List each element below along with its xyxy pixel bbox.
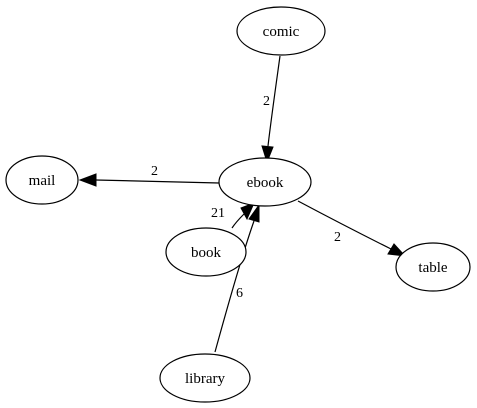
edge-ebook-mail-arrowhead [78, 173, 97, 187]
node-table-ellipse [395, 242, 471, 292]
node-comic-label: comic [263, 24, 300, 40]
node-library[interactable]: library [159, 353, 251, 403]
edge-ebook-mail-label: 2 [151, 164, 158, 179]
edge-ebook-mail-line [95, 179, 220, 184]
edge-ebook-table-arrowhead [387, 243, 407, 257]
edge-comic-ebook-arrowhead [261, 145, 274, 164]
edge-library-to-ebook: 6 [214, 203, 260, 353]
node-ebook-label: ebook [247, 175, 284, 191]
node-library-ellipse [159, 353, 251, 403]
edge-comic-to-ebook: 2 [261, 55, 281, 164]
edge-comic-ebook-line [267, 55, 281, 147]
edge-library-ebook-label: 6 [236, 286, 243, 301]
edge-library-ebook-arrowhead [248, 203, 260, 223]
node-mail[interactable]: mail [5, 155, 79, 205]
edge-book-to-ebook: 21 [211, 202, 255, 229]
edge-book-ebook-label: 21 [211, 206, 225, 221]
edge-library-ebook-line [214, 220, 255, 353]
node-mail-label: mail [29, 173, 56, 189]
node-table[interactable]: table [395, 242, 471, 292]
node-book[interactable]: book [165, 227, 247, 277]
edge-book-ebook-arrowhead [240, 202, 255, 221]
edge-ebook-to-table: 2 [297, 200, 407, 257]
node-table-label: table [418, 260, 447, 276]
node-book-ellipse [165, 227, 247, 277]
edge-ebook-table-label: 2 [334, 230, 341, 245]
edge-ebook-to-mail: 2 [78, 164, 220, 187]
node-mail-ellipse [5, 155, 79, 205]
edge-book-ebook-line [231, 213, 245, 229]
edge-ebook-table-line [297, 200, 392, 250]
node-ebook-ellipse [218, 157, 312, 207]
edge-comic-ebook-label: 2 [263, 94, 270, 109]
node-book-label: book [191, 245, 222, 261]
node-comic[interactable]: comic [236, 6, 326, 56]
node-library-label: library [185, 371, 225, 387]
node-comic-ellipse [236, 6, 326, 56]
node-ebook[interactable]: ebook [218, 157, 312, 207]
